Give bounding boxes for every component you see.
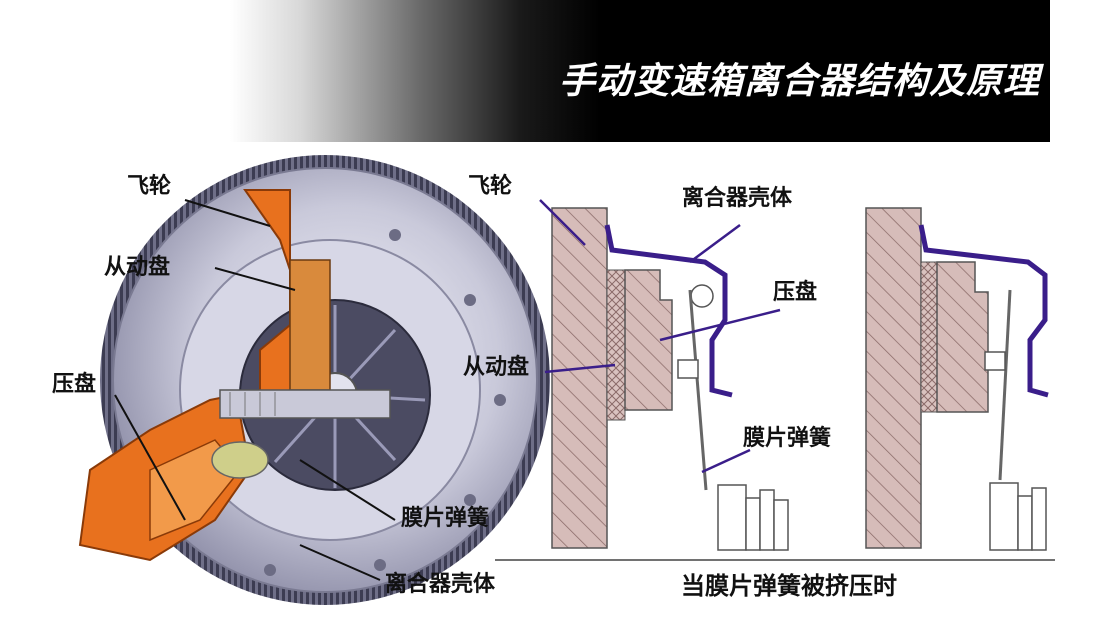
label-clutch-cover-right: 离合器壳体: [682, 186, 793, 211]
pressure-plate-section: [289, 259, 331, 391]
schematic-panel-pressed: [865, 207, 1049, 551]
pressure-plate-section: [936, 261, 989, 413]
cutaway-illustration: [78, 155, 550, 605]
clutch-cover-line: [604, 224, 733, 398]
release-bearing: [211, 441, 269, 479]
schematic-diagram: [495, 207, 1055, 561]
right-leader-lines: [539, 199, 781, 474]
label-flywheel-right: 飞轮: [468, 174, 513, 199]
label-clutch-cover-left: 离合器壳体: [385, 572, 496, 597]
caption-diaphragm-pressed: 当膜片弹簧被挤压时: [681, 572, 897, 600]
clutch-cover-line: [918, 224, 1049, 398]
label-pressure-plate-right: 压盘: [773, 280, 818, 305]
shaft-blocks: [989, 482, 1047, 551]
label-pressure-plate-left: 压盘: [52, 372, 97, 397]
title-banner: [0, 0, 1050, 142]
release-bearing-block: [984, 351, 1006, 371]
label-driven-disc-right: 从动盘: [463, 355, 530, 380]
driven-disc-section: [920, 261, 938, 413]
diaphragm-spring-line: [998, 289, 1012, 481]
label-driven-disc-left: 从动盘: [104, 255, 171, 280]
driven-disc-section: [606, 269, 626, 421]
label-diaphragm-spring-left: 膜片弹簧: [401, 506, 490, 531]
page-title: 手动变速箱离合器结构及原理: [558, 61, 1040, 102]
input-shaft: [219, 389, 391, 419]
left-leader-lines: [114, 199, 396, 581]
release-bearing-block: [677, 359, 699, 379]
shaft-blocks: [717, 484, 789, 551]
diaphragm-spring-line: [688, 289, 708, 491]
flywheel-section: [551, 207, 608, 549]
label-flywheel-left: 飞轮: [127, 174, 172, 199]
pivot-ring: [690, 284, 714, 308]
schematic-panel-released: [551, 207, 789, 551]
pressure-plate-section: [624, 269, 673, 411]
label-diaphragm-spring-right: 膜片弹簧: [743, 426, 832, 451]
flywheel-section: [865, 207, 922, 549]
